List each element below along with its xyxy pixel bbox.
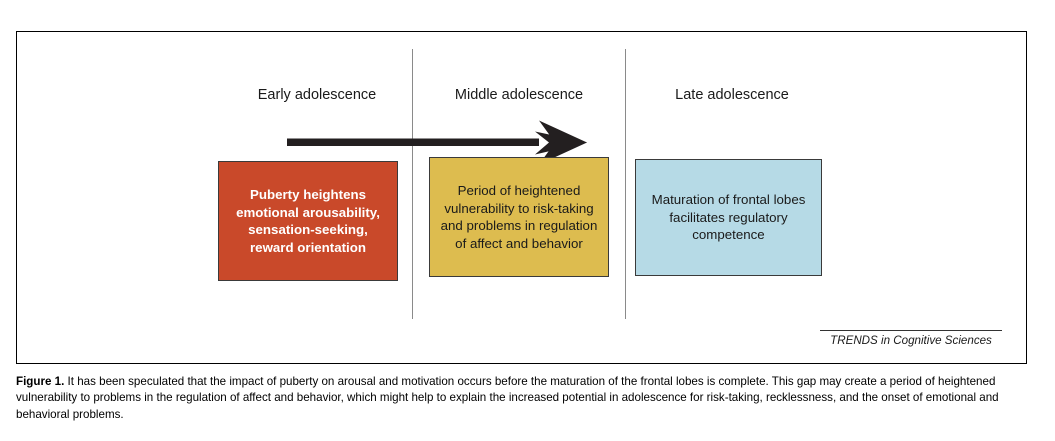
stage-divider-early-middle (412, 49, 413, 319)
journal-credit: TRENDS in Cognitive Sciences (820, 330, 1002, 347)
stage-label-middle: Middle adolescence (454, 87, 584, 103)
stage-box-early-text: Puberty heightens emotional arousability… (236, 187, 380, 255)
stage-box-early: Puberty heightens emotional arousability… (218, 161, 398, 281)
figure-caption: Figure 1. It has been speculated that th… (16, 374, 1036, 423)
stage-box-late-text: Maturation of frontal lobes facilitates … (651, 192, 806, 243)
stage-box-middle-text: Period of heightened vulnerability to ri… (440, 183, 598, 251)
figure-caption-body: It has been speculated that the impact o… (16, 375, 999, 421)
stage-box-late: Maturation of frontal lobes facilitates … (635, 159, 822, 276)
time-arrow-icon (287, 120, 587, 165)
stage-label-late: Late adolescence (675, 87, 789, 103)
stage-box-middle: Period of heightened vulnerability to ri… (429, 157, 609, 277)
figure-frame: Early adolescence Middle adolescence Lat… (16, 31, 1027, 364)
stage-divider-middle-late (625, 49, 626, 319)
stage-label-early: Early adolescence (257, 87, 377, 103)
figure-caption-label: Figure 1. (16, 375, 65, 388)
